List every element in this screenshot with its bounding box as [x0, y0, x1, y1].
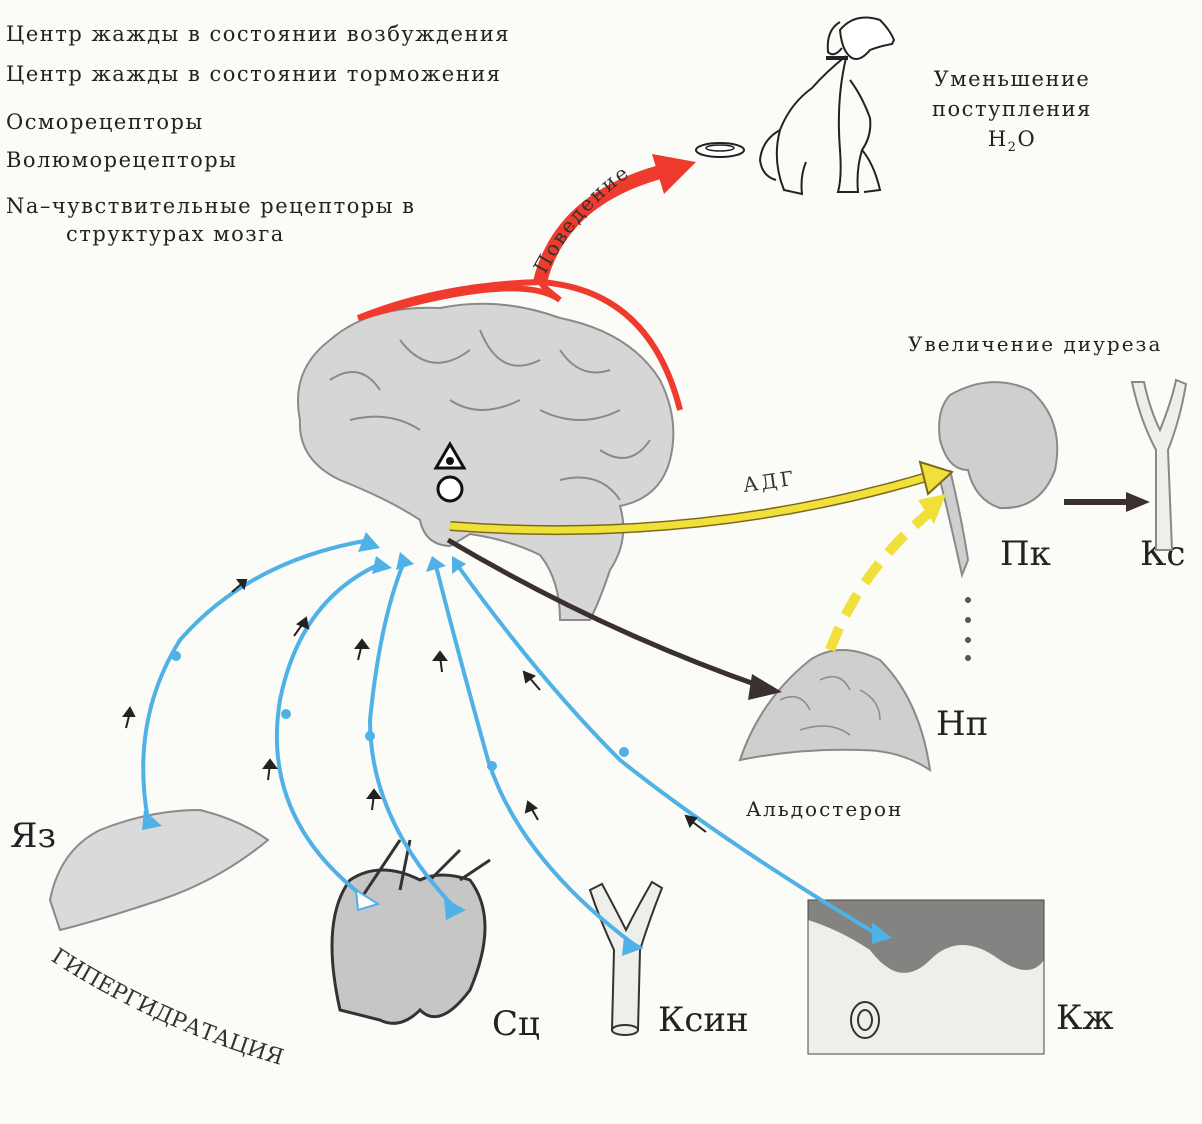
dog-illustration	[760, 18, 894, 194]
vessel-illustration	[1132, 380, 1186, 550]
diuresis-arrow	[1064, 492, 1150, 512]
water-bowl	[696, 143, 744, 157]
behavior-label: Поведение	[528, 160, 634, 278]
skin-illustration	[808, 900, 1044, 1054]
tongue-illustration	[50, 810, 268, 930]
brain-illustration	[298, 304, 673, 620]
thirst-center-inhibited-icon	[438, 477, 462, 501]
kidney-illustration	[939, 382, 1057, 661]
carotid-sinus-illustration	[590, 882, 662, 1035]
adh-label: АДГ	[741, 466, 797, 497]
receptor-markers	[171, 651, 629, 771]
heart-illustration	[332, 840, 490, 1023]
direction-ticks	[124, 580, 706, 832]
arc-label: ГИПЕРГИДРАТАЦИЯ	[47, 944, 287, 1071]
adrenal-illustration	[740, 650, 930, 770]
aldosterone-arrow	[830, 494, 946, 650]
